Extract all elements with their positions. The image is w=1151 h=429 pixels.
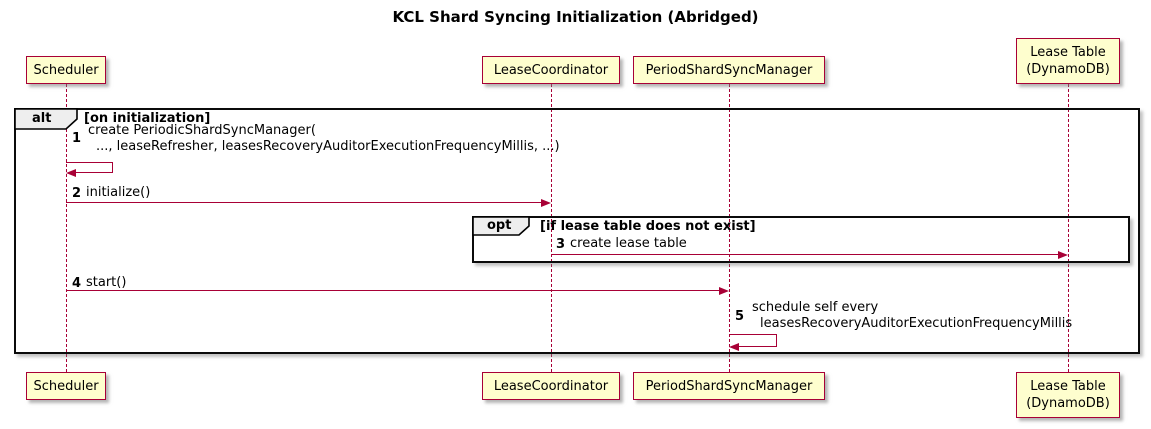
message-4-arrowhead-icon [719, 287, 729, 295]
opt-frame [472, 216, 1130, 263]
message-5-line-1: schedule self every [752, 300, 879, 315]
lifeline-scheduler [66, 84, 67, 372]
message-1-self-arrow-bottom [76, 172, 113, 173]
message-4-number: 4 [72, 276, 82, 291]
message-2-label: initialize() [86, 185, 151, 200]
opt-pentagon-icon [472, 216, 530, 236]
message-1-line-2: ..., leaseRefresher, leasesRecoveryAudit… [96, 139, 560, 154]
message-3-label: create lease table [570, 236, 687, 251]
participant-period-shard-sync-manager-bottom: PeriodShardSyncManager [633, 372, 825, 400]
participant-scheduler-bottom: Scheduler [26, 372, 106, 400]
diagram-title: KCL Shard Syncing Initialization (Abridg… [392, 8, 759, 26]
message-3-arrowhead-icon [1058, 251, 1068, 259]
message-3-arrow-line [551, 254, 1058, 255]
message-5-self-arrow-bottom [739, 346, 777, 347]
message-2-arrowhead-icon [541, 199, 551, 207]
lifeline-period-shard-sync-manager [729, 84, 730, 372]
alt-guard: [on initialization] [84, 111, 211, 126]
alt-frame [14, 108, 1140, 354]
alt-operator: alt [32, 111, 52, 126]
message-5-number: 5 [735, 309, 745, 324]
participant-period-shard-sync-manager-top: PeriodShardSyncManager [633, 56, 825, 84]
message-4-arrow-line [66, 290, 719, 291]
message-1-self-arrow-top [66, 162, 112, 163]
message-5-label: schedule self every leasesRecoveryAudito… [752, 300, 1072, 332]
opt-frame-label: opt [472, 216, 530, 236]
message-5-line-2: leasesRecoveryAuditorExecutionFrequencyM… [760, 316, 1073, 331]
message-5-self-arrow-top [729, 334, 776, 335]
alt-pentagon-icon [14, 108, 78, 130]
message-1-number: 1 [72, 131, 82, 146]
participant-scheduler-top: Scheduler [26, 56, 106, 84]
message-2-arrow-line [66, 202, 542, 203]
message-1-self-arrow-side [112, 162, 113, 173]
lifeline-lease-table [1068, 84, 1069, 372]
message-4-label: start() [86, 275, 127, 290]
message-1-label: create PeriodicShardSyncManager( ..., le… [88, 123, 560, 155]
opt-operator: opt [487, 218, 512, 233]
message-3-number: 3 [556, 237, 566, 252]
message-2-number: 2 [72, 186, 82, 201]
message-5-arrowhead-icon [729, 343, 739, 351]
participant-lease-table-top: Lease Table (DynamoDB) [1016, 38, 1120, 84]
opt-guard: [if lease table does not exist] [540, 219, 756, 234]
alt-frame-label: alt [14, 108, 78, 130]
participant-lease-coordinator-bottom: LeaseCoordinator [482, 372, 620, 400]
message-5-self-arrow-side [776, 334, 777, 347]
message-1-arrowhead-icon [66, 169, 76, 177]
message-1-line-1: create PeriodicShardSyncManager( [88, 123, 316, 138]
lifeline-lease-coordinator [551, 84, 552, 372]
participant-lease-table-bottom: Lease Table (DynamoDB) [1016, 372, 1120, 418]
participant-lease-coordinator-top: LeaseCoordinator [482, 56, 620, 84]
